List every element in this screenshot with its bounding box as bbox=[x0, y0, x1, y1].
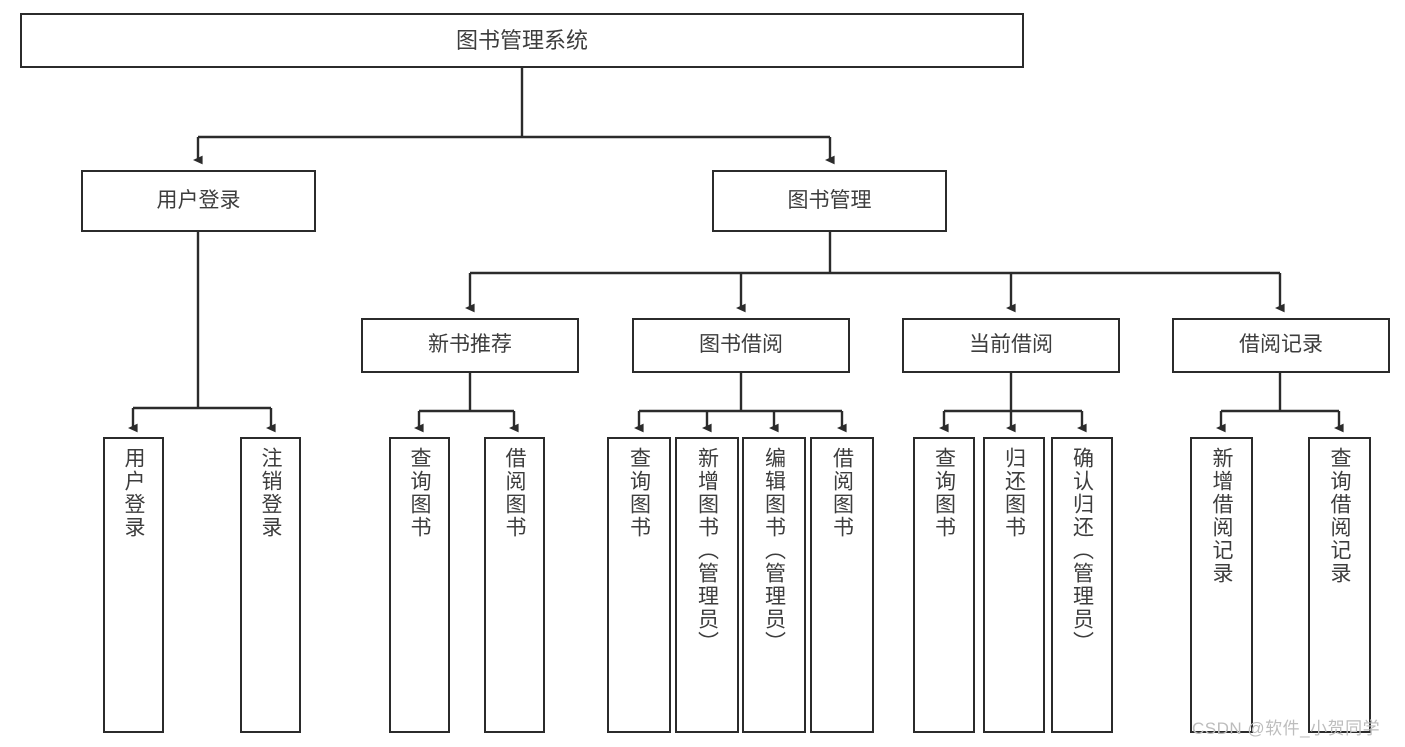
node-label: 新书推荐 bbox=[428, 333, 512, 357]
node-label: 新增图书（管理员） bbox=[695, 447, 719, 654]
node-current-borrow[interactable]: 当前借阅 bbox=[902, 318, 1120, 373]
node-label: 当前借阅 bbox=[969, 333, 1053, 357]
node-label: 查询图书 bbox=[932, 447, 956, 539]
node-leaf-borrow-book-1[interactable]: 借阅图书 bbox=[484, 437, 545, 733]
node-label: 查询图书 bbox=[408, 447, 431, 539]
node-label: 图书管理系统 bbox=[455, 27, 588, 53]
watermark-text: CSDN @软件_小贺同学 bbox=[1192, 719, 1381, 738]
node-label: 归还图书 bbox=[1002, 447, 1026, 539]
node-label: 图书管理 bbox=[787, 188, 872, 212]
node-label: 注销登录 bbox=[259, 447, 282, 539]
node-label: 借阅记录 bbox=[1239, 333, 1323, 357]
node-label: 查询图书 bbox=[627, 447, 651, 539]
node-leaf-user-login[interactable]: 用户登录 bbox=[103, 437, 164, 733]
node-label: 借阅图书 bbox=[830, 447, 854, 539]
node-book-management[interactable]: 图书管理 bbox=[712, 170, 947, 232]
node-label: 用户登录 bbox=[156, 188, 241, 212]
node-user-login[interactable]: 用户登录 bbox=[81, 170, 316, 232]
node-label: 确认归还（管理员） bbox=[1070, 447, 1094, 654]
node-leaf-borrow-book-2[interactable]: 借阅图书 bbox=[810, 437, 874, 733]
node-new-book-recommend[interactable]: 新书推荐 bbox=[361, 318, 579, 373]
node-leaf-query-book-1[interactable]: 查询图书 bbox=[389, 437, 450, 733]
node-label: 用户登录 bbox=[122, 447, 145, 539]
node-label: 图书借阅 bbox=[699, 333, 783, 357]
node-label: 查询借阅记录 bbox=[1328, 447, 1351, 585]
node-book-borrow[interactable]: 图书借阅 bbox=[632, 318, 850, 373]
node-borrow-record[interactable]: 借阅记录 bbox=[1172, 318, 1390, 373]
node-leaf-edit-book[interactable]: 编辑图书（管理员） bbox=[742, 437, 806, 733]
node-label: 新增借阅记录 bbox=[1210, 447, 1233, 585]
node-leaf-query-book-3[interactable]: 查询图书 bbox=[913, 437, 975, 733]
node-leaf-query-borrow-record[interactable]: 查询借阅记录 bbox=[1308, 437, 1371, 733]
node-leaf-query-book-2[interactable]: 查询图书 bbox=[607, 437, 671, 733]
node-leaf-logout[interactable]: 注销登录 bbox=[240, 437, 301, 733]
node-leaf-confirm-return[interactable]: 确认归还（管理员） bbox=[1051, 437, 1113, 733]
node-label: 编辑图书（管理员） bbox=[762, 447, 786, 654]
node-label: 借阅图书 bbox=[503, 447, 526, 539]
node-leaf-return-book[interactable]: 归还图书 bbox=[983, 437, 1045, 733]
node-leaf-add-borrow-record[interactable]: 新增借阅记录 bbox=[1190, 437, 1253, 733]
node-leaf-add-book[interactable]: 新增图书（管理员） bbox=[675, 437, 739, 733]
node-root-system[interactable]: 图书管理系统 bbox=[20, 13, 1024, 68]
